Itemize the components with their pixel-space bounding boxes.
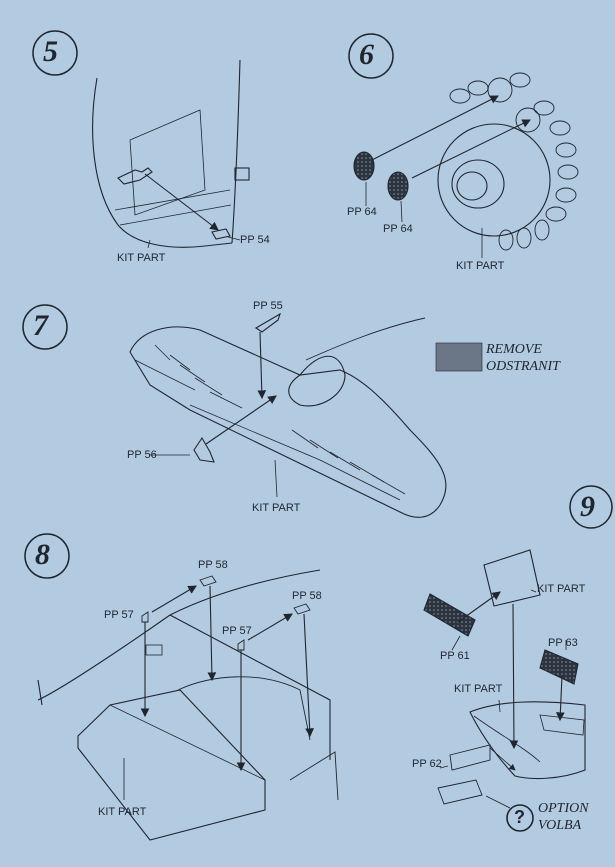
- label-pp58-b: PP 58: [292, 590, 322, 602]
- label-pp55: PP 55: [253, 300, 283, 312]
- label-kit-part-step7: KIT PART: [252, 502, 301, 514]
- label-pp58-a: PP 58: [198, 559, 228, 571]
- step-7-number: 7: [33, 309, 48, 342]
- option-symbol: ?: [514, 807, 525, 827]
- step-5-drawing: [92, 59, 250, 249]
- remove-swatch: [435, 342, 483, 372]
- label-kit-part-step9-top: KIT PART: [537, 583, 586, 595]
- step-8-drawing: [37, 569, 339, 841]
- step-6-drawing: [353, 72, 579, 258]
- label-pp62: PP 62: [412, 758, 442, 770]
- label-kit-part-step8: KIT PART: [98, 806, 147, 818]
- step-8-number: 8: [35, 538, 50, 571]
- step-7-drawing: [129, 312, 447, 518]
- step-5-number: 5: [43, 35, 58, 68]
- label-pp64-b: PP 64: [383, 223, 413, 235]
- legend-option-line1: OPTION: [538, 801, 589, 816]
- legend-option-line2: VOLBA: [538, 818, 582, 833]
- step-9-drawing: [423, 549, 586, 809]
- label-pp56: PP 56: [127, 449, 157, 461]
- label-pp57-b: PP 57: [222, 625, 252, 637]
- label-pp54: PP 54: [240, 234, 270, 246]
- label-pp63: PP 63: [548, 637, 578, 649]
- legend-remove-text: REMOVE ODSTRANIT: [486, 341, 560, 375]
- label-pp61: PP 61: [440, 650, 470, 662]
- label-kit-part-step5: KIT PART: [117, 252, 166, 264]
- legend-option-text: OPTION VOLBA: [538, 800, 589, 834]
- legend-remove-line2: ODSTRANIT: [486, 359, 560, 374]
- step-6-number: 6: [359, 38, 374, 71]
- option-icon: [506, 804, 534, 832]
- step-circles: [22, 30, 613, 579]
- label-pp57-a: PP 57: [104, 609, 134, 621]
- step-9-number: 9: [580, 490, 595, 523]
- label-kit-part-step9-mid: KIT PART: [454, 683, 503, 695]
- legend-remove-line1: REMOVE: [486, 342, 542, 357]
- label-kit-part-step6: KIT PART: [456, 260, 505, 272]
- label-pp64-a: PP 64: [347, 206, 377, 218]
